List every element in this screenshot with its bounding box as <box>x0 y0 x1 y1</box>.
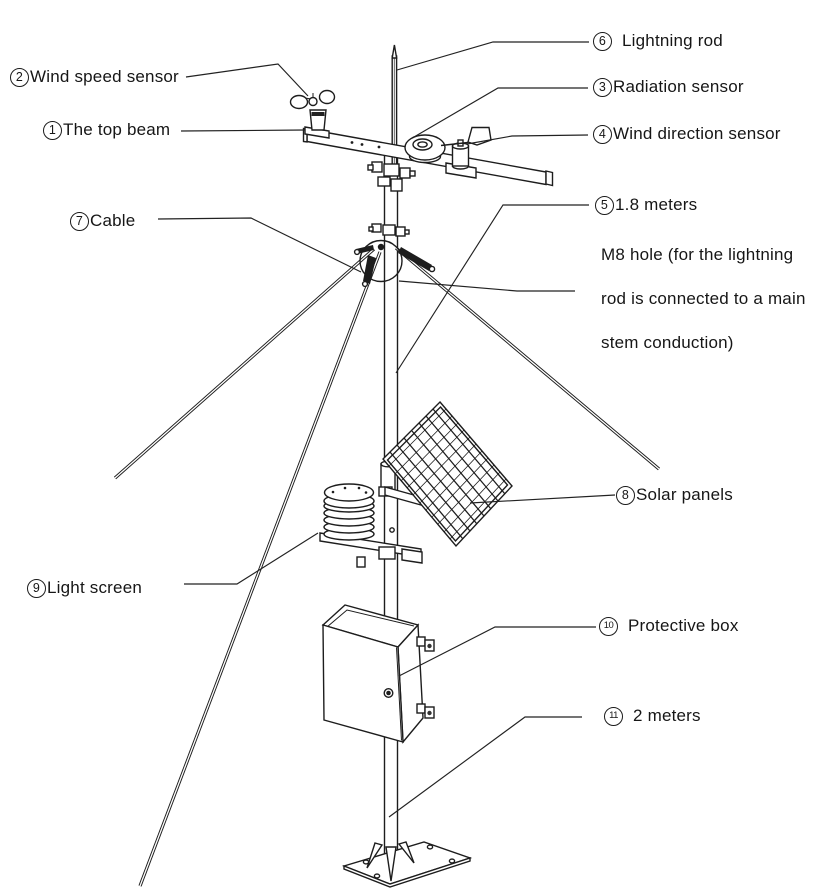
base-gusset <box>397 841 415 864</box>
callout-note-line: stem conduction) <box>601 333 734 352</box>
leader-solar-panels <box>469 494 616 504</box>
callout-lightning-rod: 6 Lightning rod <box>593 31 723 51</box>
callout-wind-speed-sensor: 2 Wind speed sensor <box>10 67 179 87</box>
cable-clamp <box>353 223 436 288</box>
leader-top-beam <box>180 129 306 132</box>
callout-text: Wind speed sensor <box>30 67 179 86</box>
callout-number: 11 <box>604 706 623 726</box>
callout-number: 7 <box>70 211 89 231</box>
callout-text: Cable <box>90 211 136 230</box>
base-plate <box>341 841 473 888</box>
callout-number: 2 <box>10 67 29 87</box>
callout-text: The top beam <box>63 120 171 139</box>
solar-panel <box>382 400 513 548</box>
leader-m8-hole <box>398 280 575 292</box>
callout-text: Wind direction sensor <box>613 124 781 143</box>
wind-speed-sensor <box>289 89 336 139</box>
callout-number: 5 <box>595 195 614 215</box>
callout-2-meters: 11 2 meters <box>604 706 701 726</box>
leader-wind-direction-sensor <box>466 134 589 145</box>
solar-panel-grid <box>388 408 507 540</box>
callout-number: 10 <box>599 616 618 636</box>
callout-text: Protective box <box>628 616 739 635</box>
callout-cable: 7 Cable <box>70 211 135 231</box>
callout-text: 1.8 meters <box>615 195 698 214</box>
callout-number: 4 <box>593 124 612 144</box>
callout-number: 6 <box>593 31 612 51</box>
callout-1-8-meters: 5 1.8 meters <box>595 195 697 215</box>
leader-protective-box <box>398 626 596 677</box>
callout-note-line: M8 hole (for the lightning <box>601 245 794 264</box>
protective-box <box>321 604 435 744</box>
callout-text: Radiation sensor <box>613 77 744 96</box>
callout-protective-box: 10 Protective box <box>599 616 739 636</box>
leader-1-8-meters <box>395 204 589 374</box>
callout-number: 8 <box>616 485 635 505</box>
callout-text: 2 meters <box>633 706 701 725</box>
base-gusset <box>385 846 397 882</box>
callout-text: Lightning rod <box>622 31 723 50</box>
pole <box>383 149 399 859</box>
leader-light-screen <box>184 532 319 585</box>
callout-solar-panels: 8 Solar panels <box>616 485 733 505</box>
callout-number: 3 <box>593 77 612 97</box>
leader-cable <box>157 217 362 273</box>
callout-number: 1 <box>43 120 62 140</box>
light-screen <box>323 483 375 541</box>
base-gusset <box>366 842 384 869</box>
callout-light-screen: 9 Light screen <box>27 578 142 598</box>
leader-2-meters <box>388 716 582 818</box>
leader-radiation-sensor <box>413 87 588 138</box>
box-mounting-tabs <box>416 636 435 719</box>
callout-note-line: rod is connected to a main <box>601 289 806 308</box>
callout-radiation-sensor: 3 Radiation sensor <box>593 77 744 97</box>
mast-clamp <box>367 161 416 192</box>
callout-top-beam: 1 The top beam <box>43 120 170 140</box>
radiation-sensor <box>404 134 446 164</box>
leader-wind-speed-sensor <box>185 63 309 97</box>
callout-wind-direction-sensor: 4 Wind direction sensor <box>593 124 781 144</box>
callout-text: Solar panels <box>636 485 733 504</box>
callout-text: Light screen <box>47 578 143 597</box>
cable-annotation-circle <box>359 239 403 283</box>
leader-lines <box>157 41 616 818</box>
leader-lightning-rod <box>396 41 589 71</box>
callout-number: 9 <box>27 578 46 598</box>
